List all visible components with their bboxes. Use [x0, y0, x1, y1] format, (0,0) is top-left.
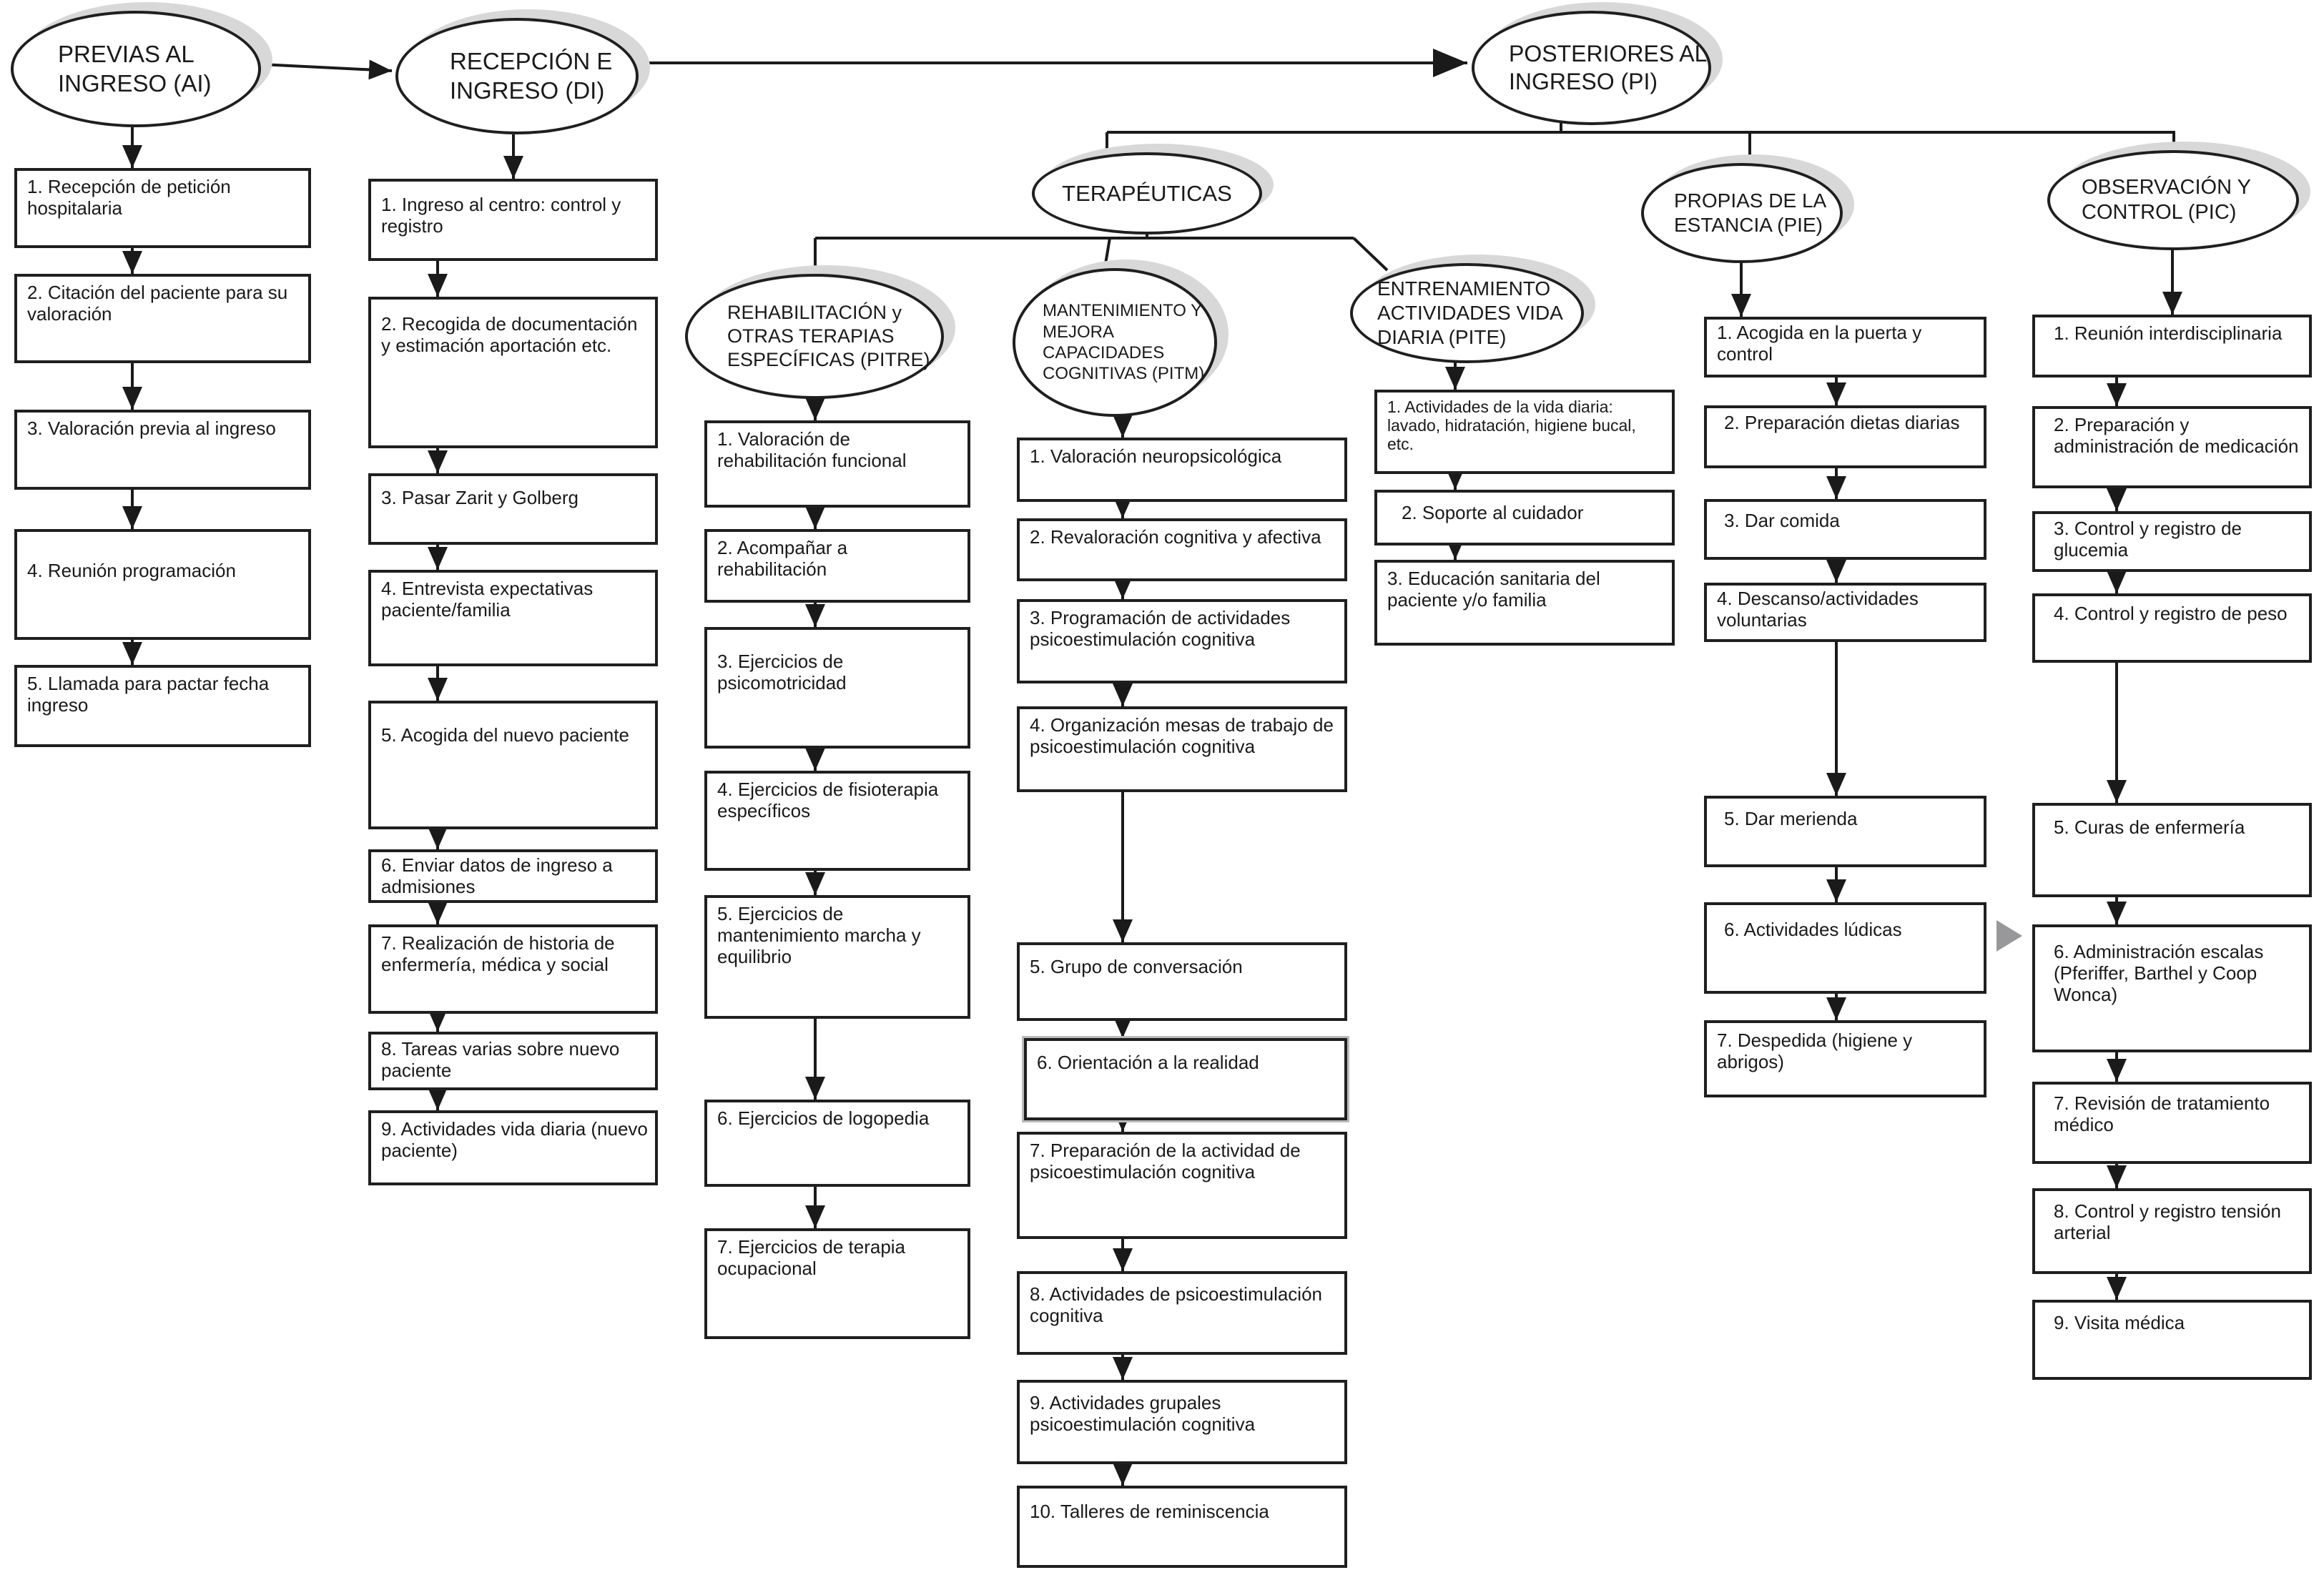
step-pite-3: 3. Educación sanitaria del paciente y/o … — [1374, 560, 1675, 646]
step-di-1: 1. Ingreso al centro: control y registro — [368, 179, 658, 261]
ellipse-entrenamiento-pite: ENTRENAMIENTO ACTIVIDADES VIDA DIARIA (P… — [1350, 263, 1584, 363]
step-pitm-3: 3. Programación de actividades psicoesti… — [1017, 599, 1347, 683]
step-pite-1: 1. Actividades de la vida diaria: lavado… — [1374, 390, 1675, 474]
step-ai-2: 2. Citación del paciente para su valorac… — [14, 274, 311, 363]
ellipse-terapeuticas: TERAPÉUTICAS — [1032, 152, 1262, 234]
step-pitm-1: 1. Valoración neuropsicológica — [1017, 438, 1347, 502]
step-di-9: 9. Actividades vida diaria (nuevo pacien… — [368, 1110, 658, 1185]
step-pitre-5: 5. Ejercicios de mantenimiento marcha y … — [704, 895, 970, 1019]
step-ai-1: 1. Recepción de petición hospitalaria — [14, 168, 311, 248]
ellipse-rehabilitacion-pitre: REHABILITACIÓN y OTRAS TERAPIAS ESPECÍFI… — [685, 274, 944, 399]
step-pie-7: 7. Despedida (higiene y abrigos) — [1704, 1020, 1986, 1097]
step-pitm-9: 9. Actividades grupales psicoestimulació… — [1017, 1380, 1347, 1464]
step-pitm-7: 7. Preparación de la actividad de psicoe… — [1017, 1132, 1347, 1239]
step-pitm-2: 2. Revaloración cognitiva y afectiva — [1017, 518, 1347, 581]
step-pitre-3: 3. Ejercicios de psicomotricidad — [704, 627, 970, 749]
step-pie-1: 1. Acogida en la puerta y control — [1704, 317, 1986, 377]
step-pie-5: 5. Dar merienda — [1704, 796, 1986, 867]
step-pic-4: 4. Control y registro de peso — [2032, 593, 2312, 663]
ellipse-recepcion-e-ingreso-di: RECEPCIÓN E INGRESO (DI) — [395, 18, 639, 134]
step-pie-6: 6. Actividades lúdicas — [1704, 902, 1986, 994]
step-pic-1: 1. Reunión interdisciplinaria — [2032, 315, 2312, 377]
arrow-ai-to-di — [260, 59, 393, 80]
step-pitm-5: 5. Grupo de conversación — [1017, 942, 1347, 1021]
step-pic-5: 5. Curas de enfermería — [2032, 803, 2312, 897]
connector-group — [122, 49, 2182, 1486]
step-pite-2: 2. Soporte al cuidador — [1374, 490, 1675, 545]
step-pic-7: 7. Revisión de tratamiento médico — [2032, 1082, 2312, 1164]
step-pie-4: 4. Descanso/actividades voluntarias — [1704, 583, 1986, 642]
step-pitm-6: 6. Orientación a la realidad — [1024, 1038, 1347, 1120]
step-di-4: 4. Entrevista expectativas paciente/fami… — [368, 570, 658, 666]
step-di-3: 3. Pasar Zarit y Golberg — [368, 473, 658, 545]
step-pic-2: 2. Preparación y administración de medic… — [2032, 406, 2312, 488]
step-ai-5: 5. Llamada para pactar fecha ingreso — [14, 665, 311, 747]
line-drop-pite — [1352, 237, 1389, 272]
step-pitre-2: 2. Acompañar a rehabilitación — [704, 529, 970, 603]
step-pitre-4: 4. Ejercicios de fisioterapia específico… — [704, 771, 970, 871]
step-pic-8: 8. Control y registro tensión arterial — [2032, 1188, 2312, 1274]
line-drop-pitm — [1103, 237, 1111, 269]
step-pie-3: 3. Dar comida — [1704, 499, 1986, 560]
ellipse-posteriores-al-ingreso-pi: POSTERIORES AL INGRESO (PI) — [1472, 11, 1711, 125]
ellipse-observacion-control-pic: OBSERVACIÓN Y CONTROL (PIC) — [2047, 150, 2299, 250]
step-pitm-4: 4. Organización mesas de trabajo de psic… — [1017, 706, 1347, 792]
step-pitre-1: 1. Valoración de rehabilitación funciona… — [704, 420, 970, 508]
step-pitm-8: 8. Actividades de psicoestimulación cogn… — [1017, 1271, 1347, 1355]
step-pic-9: 9. Visita médica — [2032, 1300, 2312, 1380]
step-pie-2: 2. Preparación dietas diarias — [1704, 405, 1986, 468]
step-di-2: 2. Recogida de documentación y estimació… — [368, 297, 658, 448]
ellipse-previas-al-ingreso-ai: PREVIAS AL INGRESO (AI) — [11, 11, 261, 127]
pie-to-pic-gray-arrow-icon — [1996, 920, 2022, 952]
step-ai-3: 3. Valoración previa al ingreso — [14, 410, 311, 490]
step-di-8: 8. Tareas varias sobre nuevo paciente — [368, 1032, 658, 1090]
step-di-6: 6. Enviar datos de ingreso a admisiones — [368, 849, 658, 903]
step-di-7: 7. Realización de historia de enfermería… — [368, 924, 658, 1014]
step-pitre-7: 7. Ejercicios de terapia ocupacional — [704, 1228, 970, 1339]
step-pic-6: 6. Administración escalas (Pferiffer, Ba… — [2032, 924, 2312, 1052]
step-pic-3: 3. Control y registro de glucemia — [2032, 511, 2312, 572]
step-di-5: 5. Acogida del nuevo paciente — [368, 701, 658, 829]
step-pitre-6: 6. Ejercicios de logopedia — [704, 1100, 970, 1187]
ellipse-propias-estancia-pie: PROPIAS DE LA ESTANCIA (PIE) — [1641, 163, 1843, 263]
ellipse-mantenimiento-pitm: MANTENIMIENTO Y MEJORA CAPACIDADES COGNI… — [1013, 268, 1217, 417]
step-pitm-10: 10. Talleres de reminiscencia — [1017, 1486, 1347, 1568]
step-ai-4: 4. Reunión programación — [14, 529, 311, 640]
